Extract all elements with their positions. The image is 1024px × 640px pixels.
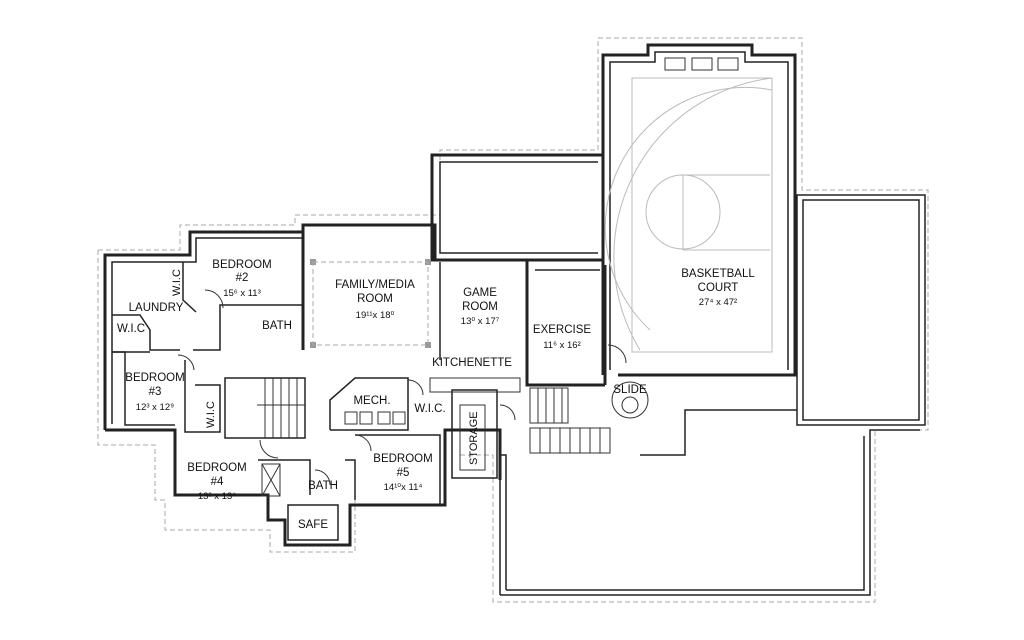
basketball-court-walls (601, 43, 797, 377)
exterior-walls (430, 153, 926, 596)
room-mech: MECH. (353, 395, 390, 407)
room-game: GAME ROOM 13⁰ x 17⁷ (461, 287, 500, 327)
room-wic-3: W.I.C (205, 401, 217, 428)
room-name: BASKETBALL (681, 268, 755, 280)
room-name: BEDROOM (187, 462, 246, 474)
room-dimensions: 27⁴ x 47² (699, 297, 737, 308)
foundation-outline (97, 37, 929, 603)
room-exercise: EXERCISE 11⁶ x 16² (533, 324, 591, 351)
room-name-2: ROOM (462, 301, 498, 313)
room-slide: SLIDE (613, 384, 647, 396)
room-bedroom-3: BEDROOM #3 12³ x 12⁹ (125, 372, 184, 413)
room-wic-4: W.I.C. (414, 403, 445, 415)
room-bath-1: BATH (262, 320, 292, 332)
room-name: BEDROOM (125, 372, 184, 384)
room-dimensions: 11⁶ x 16² (543, 340, 581, 351)
room-name-2: COURT (698, 282, 739, 294)
room-family-media: FAMILY/MEDIA ROOM 19¹¹x 18⁰ (335, 279, 415, 321)
room-number: #4 (211, 476, 224, 488)
room-storage: STORAGE (468, 411, 480, 465)
room-name: BEDROOM (212, 259, 271, 271)
room-dimensions: 15⁶ x 11³ (223, 288, 261, 299)
room-basketball-court: BASKETBALL COURT 27⁴ x 47² (681, 268, 755, 308)
room-dimensions: 13⁰ x 17⁷ (461, 316, 500, 327)
room-bedroom-4: BEDROOM #4 13² x 13⁸ (187, 462, 246, 502)
room-safe: SAFE (298, 519, 328, 531)
room-name: FAMILY/MEDIA (335, 279, 415, 291)
house-walls (103, 223, 649, 547)
room-bedroom-5: BEDROOM #5 14¹⁰x 11⁴ (373, 453, 432, 493)
room-name: BEDROOM (373, 453, 432, 465)
room-number: #2 (236, 272, 249, 284)
room-dimensions: 13² x 13⁸ (198, 491, 236, 502)
room-wic-1: W.I.C (171, 269, 183, 296)
room-name: GAME (463, 287, 497, 299)
room-number: #3 (149, 386, 162, 398)
room-number: #5 (397, 467, 410, 479)
room-name-2: ROOM (357, 293, 393, 305)
room-dimensions: 14¹⁰x 11⁴ (384, 482, 423, 493)
room-bedroom-2: BEDROOM #2 15⁶ x 11³ (212, 259, 271, 299)
room-bath-2: BATH (308, 480, 338, 492)
room-wic-2: W.I.C (117, 323, 145, 335)
room-laundry: LAUNDRY (129, 302, 184, 314)
room-name: EXERCISE (533, 324, 591, 336)
room-dimensions: 19¹¹x 18⁰ (356, 310, 395, 321)
room-kitchenette: KITCHENETTE (432, 357, 512, 369)
room-dimensions: 12³ x 12⁹ (136, 402, 174, 413)
